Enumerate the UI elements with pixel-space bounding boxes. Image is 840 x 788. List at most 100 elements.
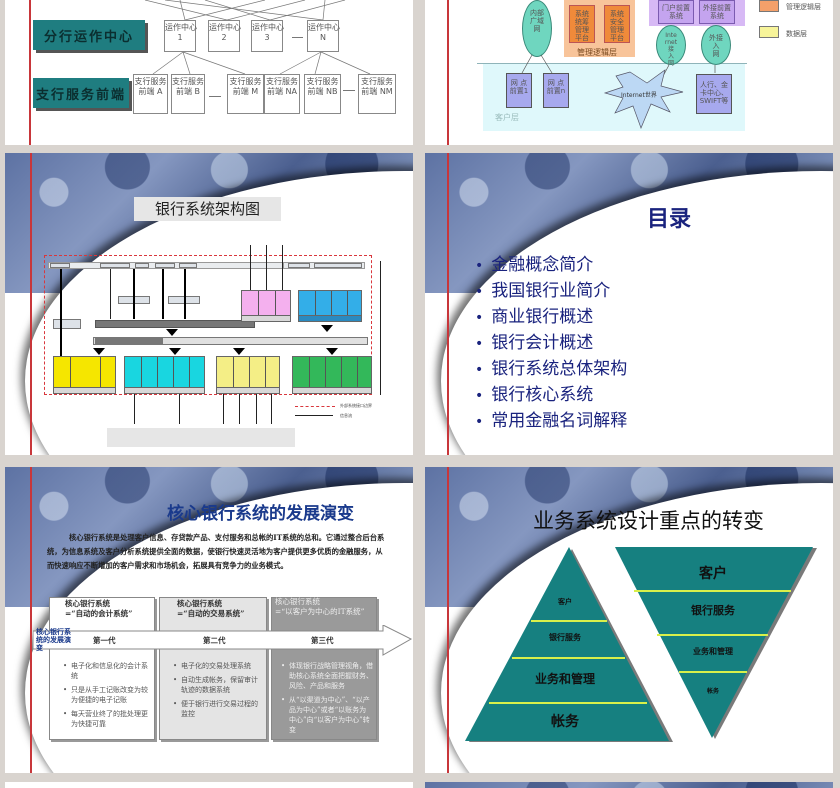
generation-bullets-2: 电子化的交易处理系统 自动生成帐务，保留审计轨迹的数据系统 便于银行进行交易过程… xyxy=(173,661,263,723)
flow-line xyxy=(266,245,267,290)
agency-group-block xyxy=(216,356,280,394)
toc-list: 金融概念简介 我国银行业简介 商业银行概述 银行会计概述 银行系统总体架构 银行… xyxy=(475,252,627,434)
portal-front-box: 门户前置 系统 xyxy=(658,0,694,24)
inverted-level-bank-service: 银行服务 xyxy=(691,604,735,617)
slide-margin-line xyxy=(447,467,449,773)
payment-block xyxy=(241,290,291,322)
row-label-branch-ops-center: 分行运作中心 xyxy=(33,20,145,50)
inverted-level-accounts: 帐务 xyxy=(706,688,719,695)
host-system-chip xyxy=(95,338,163,344)
generation-label: 第三代 xyxy=(311,636,334,645)
toc-item[interactable]: 我国银行业简介 xyxy=(475,278,627,304)
pyramid-diagrams xyxy=(465,547,817,742)
branch-front-box: 支行服务 前端 NA xyxy=(264,74,300,114)
peripheral-group-block xyxy=(124,356,205,394)
outlet-front-box: 网 点 前置n xyxy=(543,73,569,108)
toc-item[interactable]: 银行会计概述 xyxy=(475,330,627,356)
ellipsis-dash xyxy=(343,90,355,91)
legend-flow-line xyxy=(295,415,333,416)
toc-item[interactable]: 常用金融名词解释 xyxy=(475,408,627,434)
bullet-item: 自动生成帐务，保留审计轨迹的数据系统 xyxy=(173,675,263,695)
slide-title: 业务系统设计重点的转变 xyxy=(533,509,764,533)
slide-margin-line xyxy=(447,0,449,145)
row-label-branch-front: 支行服务前端 xyxy=(33,78,129,108)
flow-line xyxy=(184,269,186,319)
client-layer-label: 客户层 xyxy=(495,113,519,122)
output-line xyxy=(271,394,272,424)
bullet-item: 电子化的交易处理系统 xyxy=(173,661,263,671)
slide-thumbnail-architecture[interactable]: 银行系统架构图 xyxy=(5,153,413,455)
slide-thumbnail-core-evolution[interactable]: 核心银行系统的发展演变 核心银行系统是处理客户信息、存贷款产品、支付服务和总帐的… xyxy=(5,467,413,773)
output-line xyxy=(239,394,240,424)
host-system-bar xyxy=(93,337,368,345)
bullet-item: 电子化和信息化的会计系统 xyxy=(63,661,151,681)
banklink-box xyxy=(53,319,81,329)
flow-line xyxy=(282,245,283,290)
down-arrow-icon xyxy=(169,348,181,355)
mgmt-platform-box: 系统 安全 管理 平台 xyxy=(604,5,630,43)
slide-thumbnail-next-right[interactable] xyxy=(425,782,833,788)
slide-thumbnail-next-left[interactable] xyxy=(5,782,413,788)
channel-chip xyxy=(50,263,70,268)
toc-item[interactable]: 商业银行概述 xyxy=(475,304,627,330)
pyramid-level-customer: 客户 xyxy=(558,598,572,606)
generation-heading: 核心银行系统 =“自动的会计系统” xyxy=(65,599,133,618)
legend-boundary-label: 外部系统接口边界 xyxy=(340,403,372,408)
ops-center-box: 运作中心 2 xyxy=(208,20,241,52)
inverted-level-business-mgmt: 业务和管理 xyxy=(693,647,733,656)
down-arrow-icon xyxy=(166,329,178,336)
output-line xyxy=(179,394,180,424)
channel-chip xyxy=(179,263,197,268)
toc-item[interactable]: 银行核心系统 xyxy=(475,382,627,408)
generation-bullets-1: 电子化和信息化的会计系统 只是从手工记账改变为较为便捷的电子记账 每天营业终了的… xyxy=(63,661,151,733)
channel-chip xyxy=(135,263,149,268)
bullet-item: 每天营业终了的批处理更为快捷可靠 xyxy=(63,709,151,729)
coins-banner xyxy=(425,782,833,788)
toc-title: 目录 xyxy=(647,207,692,232)
pyramid-level-accounts: 帐务 xyxy=(551,714,579,730)
slide-margin-line xyxy=(30,467,32,773)
generation-bullets-3: 体现银行战略管理视角，借助核心系统全面把握财务、风险、产品和服务 从“以渠道为中… xyxy=(281,661,373,739)
ops-center-box: 运作中心 N xyxy=(307,20,340,52)
legend-label-data: 数据层 xyxy=(786,30,807,38)
internet-world-burst xyxy=(603,69,684,129)
caption-placeholder xyxy=(107,428,295,447)
layer-scale xyxy=(380,261,381,395)
slide-thumbnail-network-layers[interactable]: 客户层 系统 统筹 管理 平台 系统 安全 管理 平台 管理逻辑层 门户前置 系… xyxy=(425,0,833,145)
branch-front-box: 支行服务 前端 NB xyxy=(304,74,341,114)
slide-thumbnail-toc[interactable]: 目录 金融概念简介 我国银行业简介 商业银行概述 银行会计概述 银行系统总体架构… xyxy=(425,153,833,455)
toc-item[interactable]: 银行系统总体架构 xyxy=(475,356,627,382)
slide-thumbnail-branch-structure[interactable]: 分行运作中心 支行服务前端 运作中心 1 运作中心 2 运作中心 3 运作中心 … xyxy=(5,0,413,145)
ellipsis-dash xyxy=(209,96,221,97)
legend-flow-label: 信息流 xyxy=(340,413,352,418)
bullet-item: 体现银行战略管理视角，借助核心系统全面把握财务、风险、产品和服务 xyxy=(281,661,373,691)
down-arrow-icon xyxy=(321,325,333,332)
bullet-item: 只是从手工记账改变为较为便捷的电子记账 xyxy=(63,685,151,705)
mgmt-platform-box: 系统 统筹 管理 平台 xyxy=(569,5,595,43)
channel-chip xyxy=(288,263,310,268)
pyramid-level-business-mgmt: 业务和管理 xyxy=(534,672,595,686)
core-group-block xyxy=(53,356,116,394)
output-line xyxy=(256,394,257,424)
slide-title: 核心银行系统的发展演变 xyxy=(167,504,354,524)
generation-heading: 核心银行系统 =“自动的交易系统” xyxy=(177,599,245,618)
slide-thumbnail-design-shift[interactable]: 业务系统设计重点的转变 客户 银行服务 业务和管理 帐务 客户 银行服务 xyxy=(425,467,833,773)
ops-center-box: 运作中心 1 xyxy=(164,20,197,52)
internet-world-label: Internet世界 xyxy=(621,92,657,99)
legend-dashed-line xyxy=(295,406,335,407)
toc-item[interactable]: 金融概念简介 xyxy=(475,252,627,278)
internal-wan-node: 内部 广域 网 xyxy=(522,0,552,57)
legend-swatch-mgmt xyxy=(759,0,779,12)
slide-margin-line xyxy=(29,0,31,145)
ext-front-box: 外接前置系统 xyxy=(699,0,735,24)
network-connectors xyxy=(521,54,716,129)
intro-paragraph: 核心银行系统是处理客户信息、存贷款产品、支付服务和总帐的IT系统的总和。它通过整… xyxy=(47,533,385,570)
generation-label: 第二代 xyxy=(203,636,226,645)
data-mgmt-group-block xyxy=(292,356,372,394)
bullet-item: 便于银行进行交易过程的监控 xyxy=(173,699,263,719)
down-arrow-icon xyxy=(326,348,338,355)
ext-access-node: 外接 入 网 xyxy=(701,25,731,65)
slide-margin-line xyxy=(447,153,449,455)
legend-swatch-data xyxy=(759,26,779,38)
flow-line xyxy=(162,269,164,319)
